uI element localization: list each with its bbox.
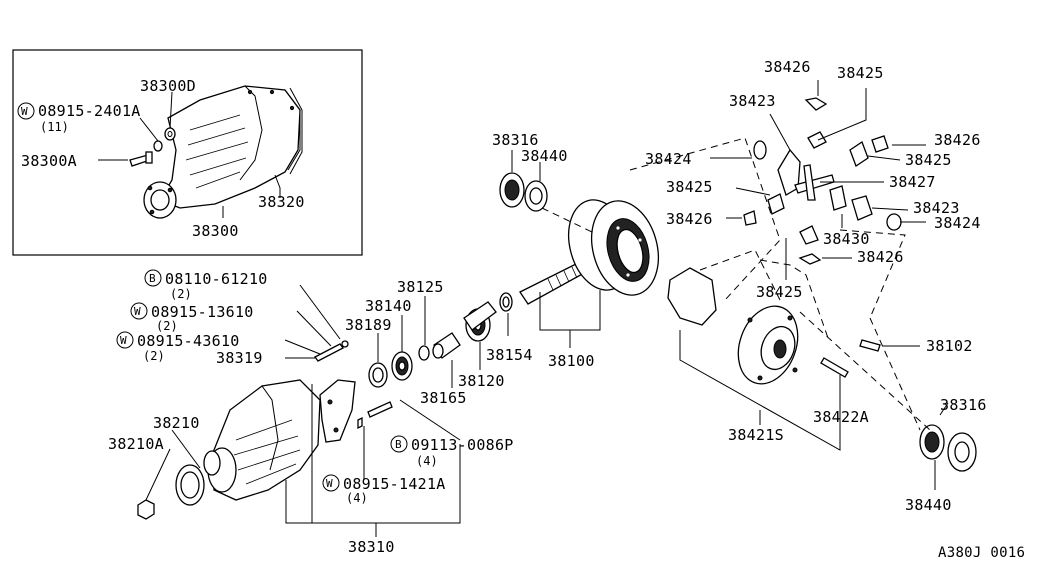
differential-drawing [667,97,977,472]
inset-carrier-housing-drawing [129,85,303,219]
b-marker-1: B [144,269,162,287]
ring-pinion-gear-drawing [499,172,659,305]
leader-lines [145,80,949,537]
label-38426-3: 38426 [666,210,713,228]
label-08110-61210-qty: (2) [170,287,192,301]
b-marker-2: B [390,435,408,453]
label-38319: 38319 [216,349,263,367]
label-38300D: 38300D [140,77,196,95]
b-marker-1-letter: B [149,272,156,285]
label-38422A: 38422A [813,408,869,426]
label-38320: 38320 [258,193,305,211]
label-08915-2401A-qty: (11) [40,120,69,134]
label-38421S: 38421S [728,426,784,444]
label-08915-13610: 08915-13610 [151,303,254,321]
label-38165: 38165 [420,389,467,407]
label-38100: 38100 [548,352,595,370]
label-38154: 38154 [486,346,533,364]
b-marker-2-letter: B [395,438,402,451]
w-marker-3: W [322,474,340,492]
label-38423-2: 38423 [913,199,960,217]
label-38120: 38120 [458,372,505,390]
label-38426-2: 38426 [934,131,981,149]
label-38140: 38140 [365,297,412,315]
label-38440-right: 38440 [905,496,952,514]
label-09113-0086P: 09113-0086P [411,436,514,454]
washer-marker: W [17,102,35,120]
label-38300: 38300 [192,222,239,240]
label-38426-1: 38426 [764,58,811,76]
w-marker-2-letter: W [120,334,127,347]
w-marker-1: W [130,302,148,320]
label-38300A: 38300A [21,152,77,170]
inset-panel: 38300D W 08915-2401A (11) 38300A 38320 3… [12,49,363,256]
label-38430: 38430 [823,230,870,248]
label-38425-2: 38425 [905,151,952,169]
label-38426-4: 38426 [857,248,904,266]
label-38125: 38125 [397,278,444,296]
label-38440-top: 38440 [521,147,568,165]
carrier-housing-drawing [137,340,393,520]
w-marker-1-letter: W [134,305,141,318]
w-marker-3-letter: W [326,477,333,490]
label-08915-43610: 08915-43610 [137,332,240,350]
label-08915-1421A: 08915-1421A [343,475,446,493]
label-38316-top: 38316 [492,131,539,149]
label-38425-3: 38425 [666,178,713,196]
label-38189: 38189 [345,316,392,334]
label-38210A: 38210A [108,435,164,453]
label-38425-4: 38425 [756,283,803,301]
label-38210: 38210 [153,414,200,432]
label-08110-61210: 08110-61210 [165,270,268,288]
label-38427: 38427 [889,173,936,191]
label-38424-1: 38424 [645,150,692,168]
label-38316-right: 38316 [940,396,987,414]
label-38425-1: 38425 [837,64,884,82]
washer-marker-letter: W [21,105,28,118]
label-38424-2: 38424 [934,214,981,232]
figure-code: A380J 0016 [938,545,1025,561]
label-38102: 38102 [926,337,973,355]
label-08915-43610-qty: (2) [143,349,165,363]
pinion-parts-drawing [368,292,513,388]
label-09113-0086P-qty: (4) [416,454,438,468]
label-38310: 38310 [348,538,395,556]
assembly-guide-lines [541,137,931,431]
label-38423-1: 38423 [729,92,776,110]
label-08915-2401A: 08915-2401A [38,102,141,120]
label-08915-1421A-qty: (4) [346,491,368,505]
label-08915-13610-qty: (2) [156,319,178,333]
w-marker-2: W [116,331,134,349]
